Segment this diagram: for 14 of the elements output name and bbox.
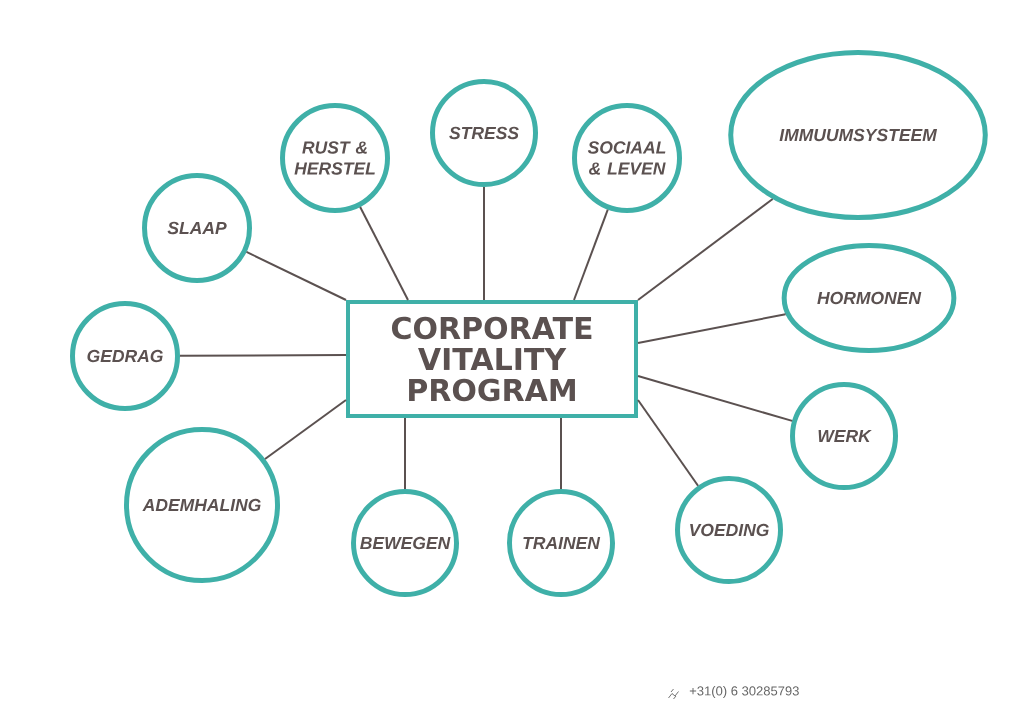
connector-line (483, 186, 485, 301)
connector-line (573, 208, 609, 301)
connector-line (264, 399, 347, 461)
connector-line (637, 375, 794, 422)
connector-line (179, 354, 347, 357)
connector-line (560, 417, 562, 490)
contact-text: +31(0) 6 30285793 (689, 685, 799, 699)
hub-box: CORPORATE VITALITY PROGRAM (346, 300, 638, 418)
connector-line (404, 417, 406, 490)
connector-line (637, 399, 700, 487)
connector-line (637, 313, 787, 344)
connector-line (637, 198, 774, 301)
connector-line (359, 205, 409, 301)
connector-line (245, 250, 347, 301)
